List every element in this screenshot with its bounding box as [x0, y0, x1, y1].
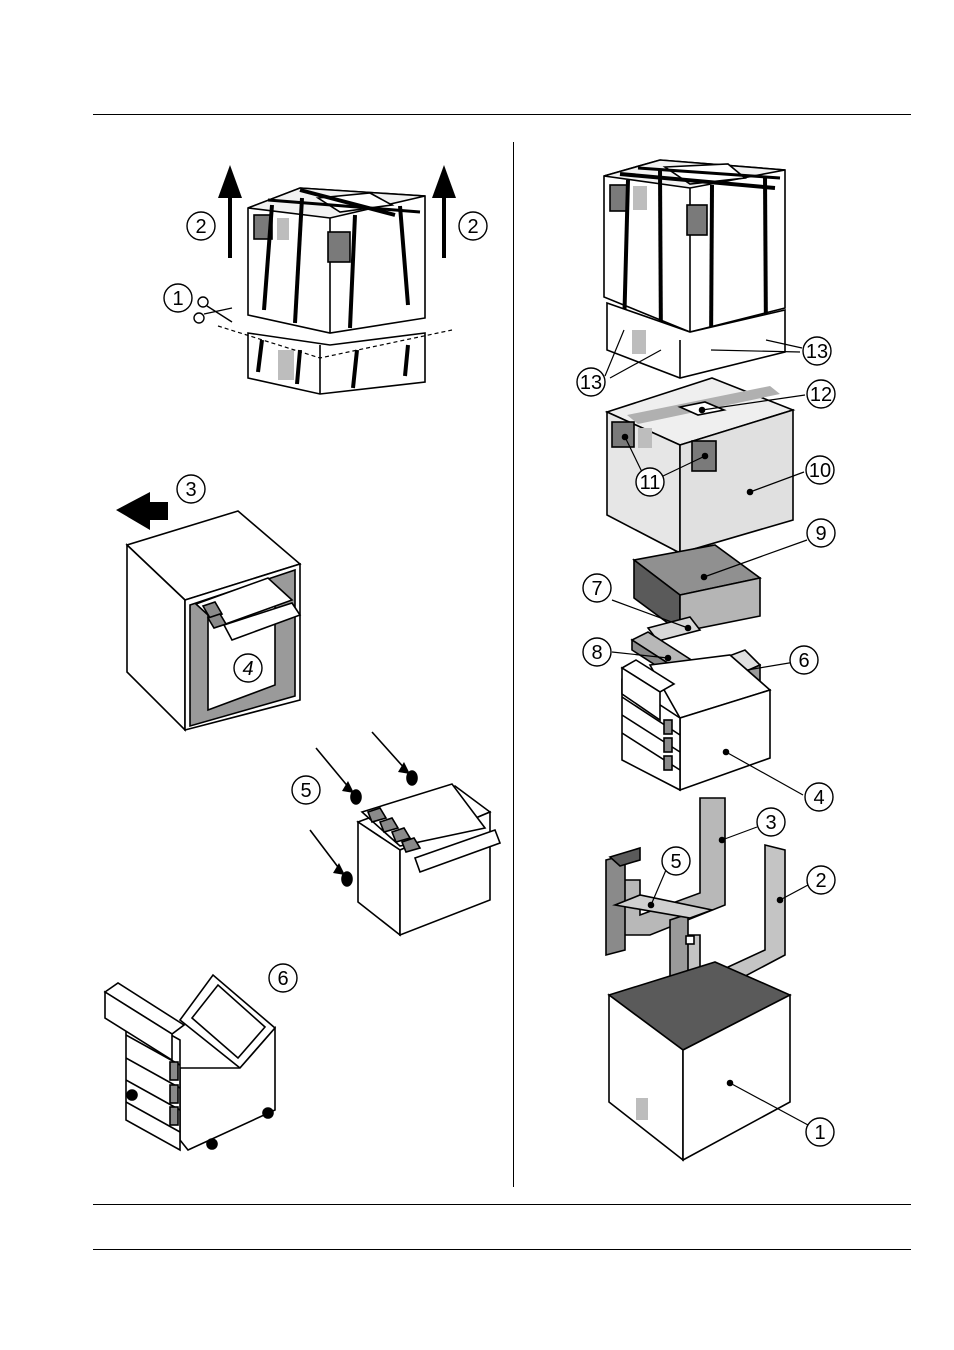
- svg-text:1: 1: [814, 1122, 825, 1144]
- svg-text:5: 5: [670, 851, 681, 873]
- svg-text:4: 4: [813, 787, 824, 809]
- callout-3: 3: [757, 808, 785, 836]
- callout-10: 10: [806, 456, 834, 484]
- callout-7: 7: [583, 574, 611, 602]
- svg-text:10: 10: [809, 460, 831, 482]
- svg-text:9: 9: [815, 523, 826, 545]
- svg-text:3: 3: [765, 812, 776, 834]
- svg-text:2: 2: [815, 870, 826, 892]
- svg-text:13: 13: [806, 341, 828, 363]
- callout-2: 2: [807, 866, 835, 894]
- svg-text:6: 6: [798, 650, 809, 672]
- callout-11: 11: [636, 468, 664, 496]
- callout-8: 8: [583, 638, 611, 666]
- svg-text:7: 7: [591, 578, 602, 600]
- svg-text:12: 12: [810, 384, 832, 406]
- callout-5: 5: [662, 847, 690, 875]
- callout-6: 6: [790, 646, 818, 674]
- svg-text:8: 8: [591, 642, 602, 664]
- svg-text:13: 13: [580, 372, 602, 394]
- callout-13-left: 13: [577, 368, 605, 396]
- callout-9: 9: [807, 519, 835, 547]
- callout-1: 1: [806, 1118, 834, 1146]
- callout-13-right: 13: [803, 337, 831, 365]
- callout-4: 4: [805, 783, 833, 811]
- svg-text:11: 11: [640, 472, 661, 494]
- callout-12: 12: [807, 380, 835, 408]
